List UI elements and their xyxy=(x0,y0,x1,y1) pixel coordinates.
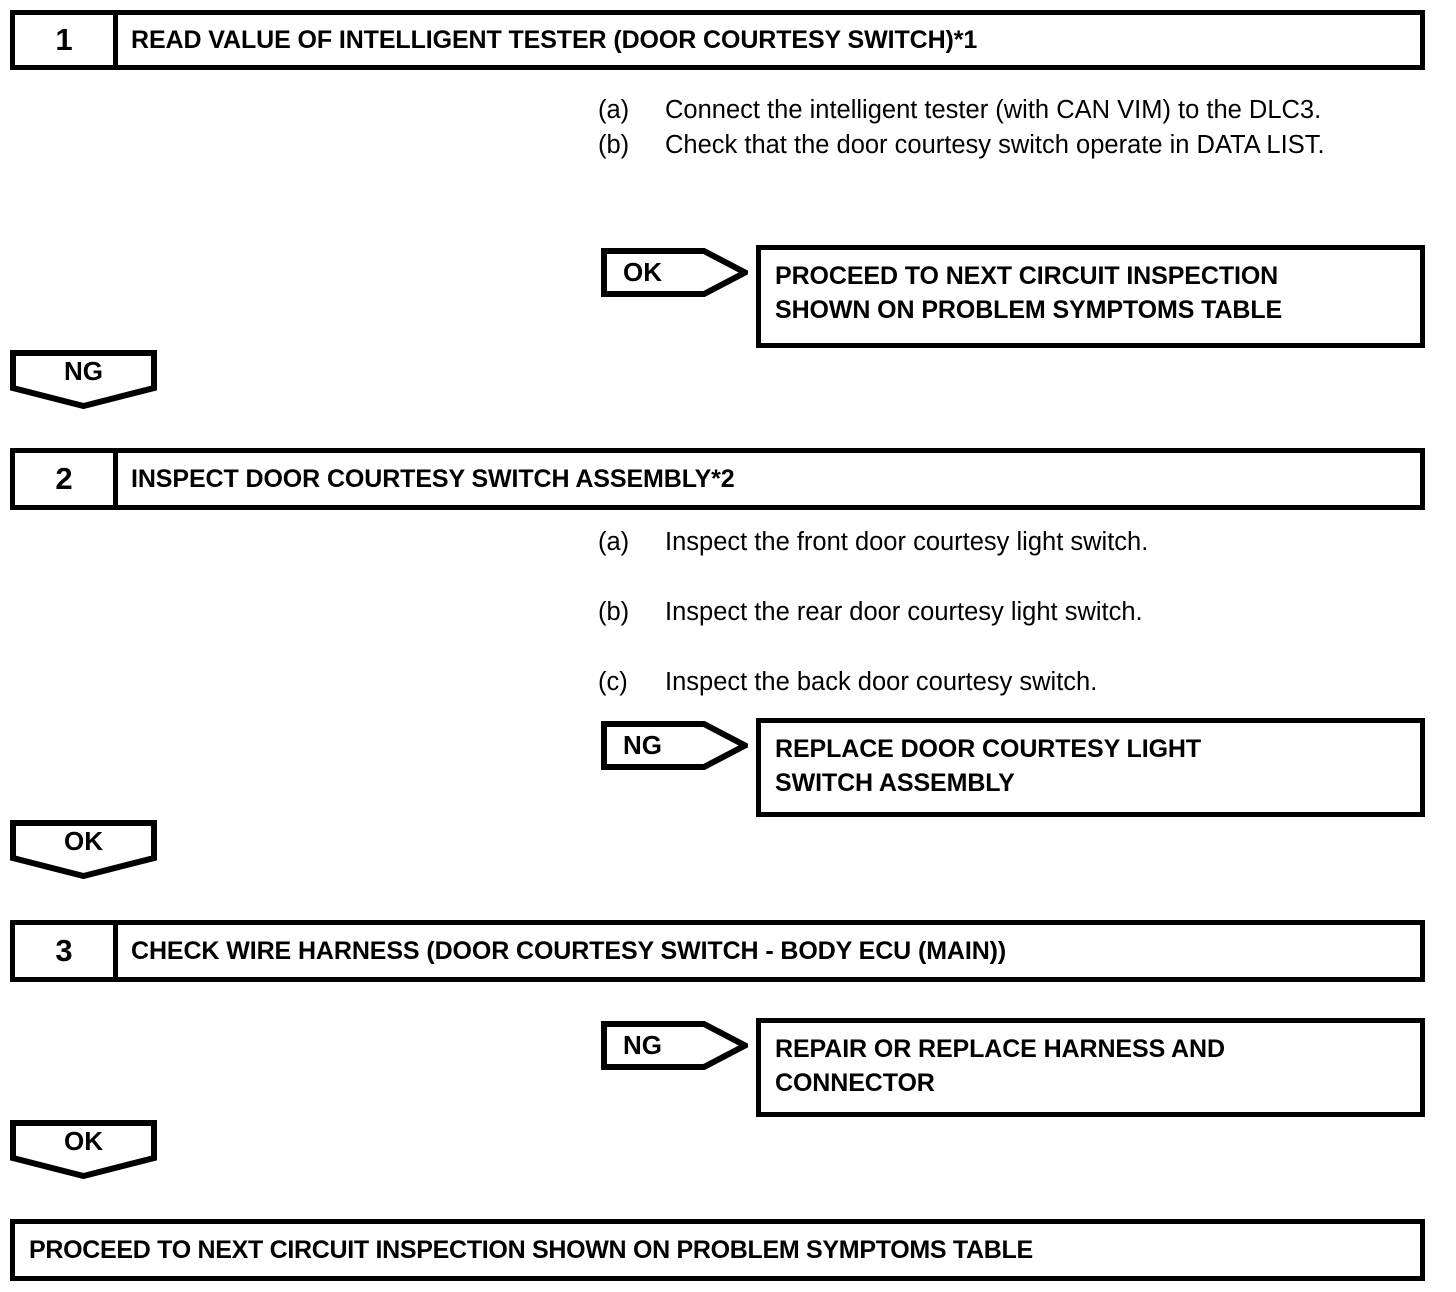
judgement-arrow-ok-step3: OK xyxy=(10,1120,157,1179)
judgement-label: OK xyxy=(64,1126,103,1156)
result-line: REPLACE DOOR COURTESY LIGHT xyxy=(775,735,1202,763)
instruction-item: (b) Check that the door courtesy switch … xyxy=(598,128,1398,163)
instruction-item: (c) Inspect the back door courtesy switc… xyxy=(598,665,1398,700)
result-line: PROCEED TO NEXT CIRCUIT INSPECTION xyxy=(775,262,1279,290)
step-header-1: 1 READ VALUE OF INTELLIGENT TESTER (DOOR… xyxy=(10,10,1425,70)
step-title-1: READ VALUE OF INTELLIGENT TESTER (DOOR C… xyxy=(131,25,978,54)
instruction-item: (b) Inspect the rear door courtesy light… xyxy=(598,595,1398,630)
judgement-arrow-ng-step1: NG xyxy=(10,350,157,409)
judgement-label: NG xyxy=(623,730,662,760)
instruction-text: Check that the door courtesy switch oper… xyxy=(665,131,1325,159)
arrow-right-shape xyxy=(601,248,748,297)
arrow-down-shape xyxy=(10,820,157,879)
instruction-text: Inspect the back door courtesy switch. xyxy=(665,668,1098,696)
instruction-label: (b) xyxy=(598,131,630,159)
judgement-label: NG xyxy=(623,1030,662,1060)
instruction-label: (a) xyxy=(598,96,630,124)
judgement-arrow-ok-step2: OK xyxy=(10,820,157,879)
judgement-label: OK xyxy=(623,257,662,287)
result-line: SHOWN ON PROBLEM SYMPTOMS TABLE xyxy=(775,296,1283,324)
judgement-arrow-ng-step2: NG xyxy=(601,721,748,770)
arrow-down-shape xyxy=(10,1120,157,1179)
instruction-label: (a) xyxy=(598,528,630,556)
result-box-step1: PROCEED TO NEXT CIRCUIT INSPECTION SHOWN… xyxy=(756,245,1425,348)
instruction-item: (a) Connect the intelligent tester (with… xyxy=(598,93,1398,128)
step-number-3: 3 xyxy=(15,925,118,977)
arrow-down-shape xyxy=(10,350,157,409)
step-header-3: 3 CHECK WIRE HARNESS (DOOR COURTESY SWIT… xyxy=(10,920,1425,982)
result-box-step2: REPLACE DOOR COURTESY LIGHT SWITCH ASSEM… xyxy=(756,718,1425,817)
judgement-label: OK xyxy=(64,826,103,856)
step-number-2: 2 xyxy=(15,453,118,505)
instruction-text: Connect the intelligent tester (with CAN… xyxy=(665,96,1322,124)
instruction-item: (a) Inspect the front door courtesy ligh… xyxy=(598,525,1398,560)
final-outcome-box: PROCEED TO NEXT CIRCUIT INSPECTION SHOWN… xyxy=(10,1219,1425,1281)
step-instructions-2: (a) Inspect the front door courtesy ligh… xyxy=(598,525,1398,700)
instruction-text: Inspect the rear door courtesy light swi… xyxy=(665,598,1143,626)
arrow-right-shape xyxy=(601,1021,748,1070)
result-box-step3: REPAIR OR REPLACE HARNESS AND CONNECTOR xyxy=(756,1018,1425,1117)
result-line: SWITCH ASSEMBLY xyxy=(775,769,1015,797)
judgement-label: NG xyxy=(64,356,103,386)
arrow-right-shape xyxy=(601,721,748,770)
step-title-3: CHECK WIRE HARNESS (DOOR COURTESY SWITCH… xyxy=(131,936,1007,965)
instruction-label: (b) xyxy=(598,598,630,626)
judgement-arrow-ng-step3: NG xyxy=(601,1021,748,1070)
final-outcome-text: PROCEED TO NEXT CIRCUIT INSPECTION SHOWN… xyxy=(29,1235,1033,1264)
instruction-label: (c) xyxy=(598,668,628,696)
judgement-arrow-ok-step1: OK xyxy=(601,248,748,297)
step-instructions-1: (a) Connect the intelligent tester (with… xyxy=(598,93,1398,163)
step-title-2: INSPECT DOOR COURTESY SWITCH ASSEMBLY*2 xyxy=(131,464,735,493)
instruction-text: Inspect the front door courtesy light sw… xyxy=(665,528,1149,556)
step-header-2: 2 INSPECT DOOR COURTESY SWITCH ASSEMBLY*… xyxy=(10,448,1425,510)
step-number-1: 1 xyxy=(15,15,118,65)
result-line: REPAIR OR REPLACE HARNESS AND xyxy=(775,1035,1225,1063)
result-line: CONNECTOR xyxy=(775,1069,935,1097)
